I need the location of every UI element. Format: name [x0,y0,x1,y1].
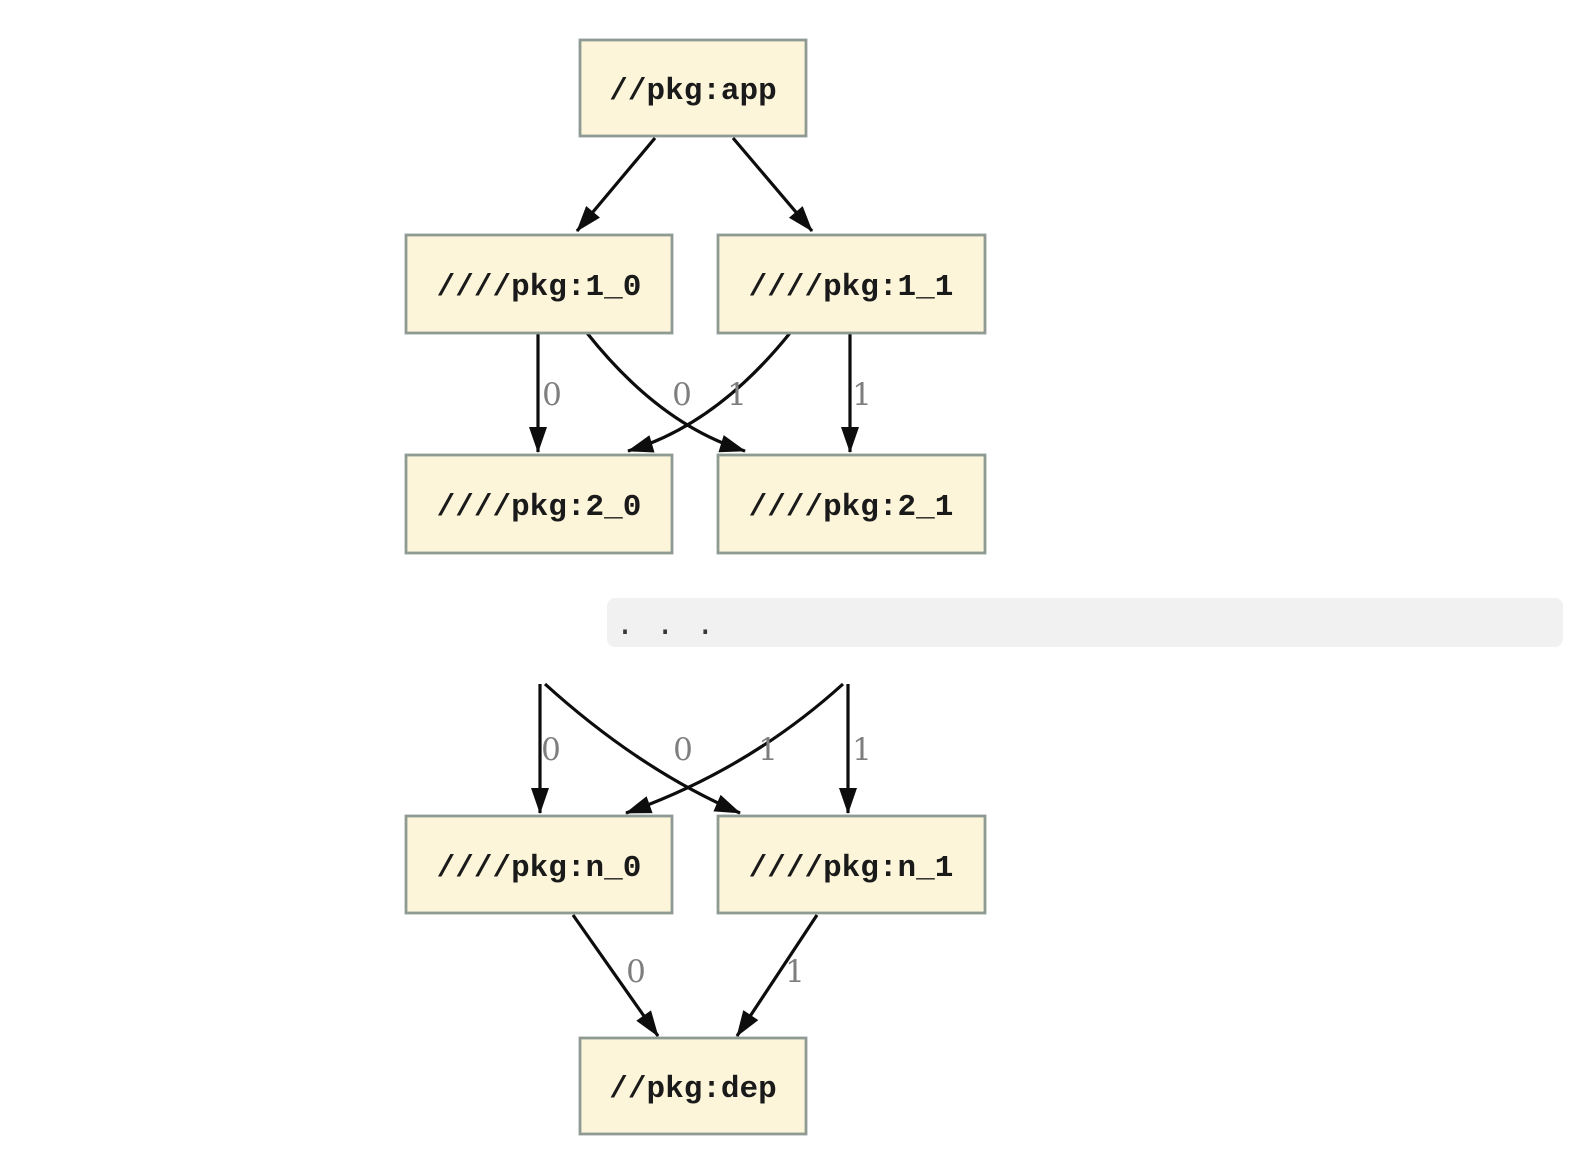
node-1_0: ////pkg:1_0 [404,233,674,335]
edge-label: 0 [672,377,692,413]
edge-label: 0 [541,732,561,768]
edge-label: 1 [852,732,872,768]
node-2_1: ////pkg:2_1 [716,453,987,555]
edge-label: 0 [542,377,562,413]
node-dep-box [578,1036,808,1136]
node-1_1-box [716,233,987,335]
node-1_1-label: ////pkg:1_1 [749,270,954,305]
edge-elided-to-n_0-cross [625,682,845,815]
edge-1_0-to-2_1 [585,332,746,453]
edge-label: 0 [673,732,693,768]
edge-1_1-to-2_0 [627,331,792,453]
node-n_0-box [404,814,674,915]
edge-n_1-to-dep [735,914,819,1037]
node-app: //pkg:app [578,38,808,138]
node-1_0-box [404,233,674,335]
edge-label: 1 [758,732,778,768]
node-2_0-label: ////pkg:2_0 [437,490,642,525]
ellipsis-band [607,598,1563,647]
node-2_1-label: ////pkg:2_1 [749,490,954,525]
node-2_1-box [716,453,987,555]
node-app-label: //pkg:app [609,74,776,109]
edge-n_0-to-dep [571,914,660,1037]
node-n_0-label: ////pkg:n_0 [437,851,642,886]
ellipsis-text: . . . [616,607,716,642]
node-n_1-box [716,814,987,915]
node-2_0: ////pkg:2_0 [404,453,674,555]
edge-label: 1 [785,954,805,990]
edge-app-to-1_1 [731,136,814,233]
node-app-box [578,38,808,138]
edge-label: 1 [852,377,872,413]
node-1_1: ////pkg:1_1 [716,233,987,335]
edge-label: 0 [626,954,646,990]
edge-app-to-1_0 [575,136,657,233]
edge-elided-to-n_1-cross [543,682,741,815]
edge-label: 1 [727,377,747,413]
node-1_0-label: ////pkg:1_0 [437,270,642,305]
node-n_1: ////pkg:n_1 [716,814,987,915]
node-2_0-box [404,453,674,555]
node-n_1-label: ////pkg:n_1 [749,851,954,886]
node-dep-label: //pkg:dep [609,1072,776,1107]
node-dep: //pkg:dep [578,1036,808,1136]
node-n_0: ////pkg:n_0 [404,814,674,915]
